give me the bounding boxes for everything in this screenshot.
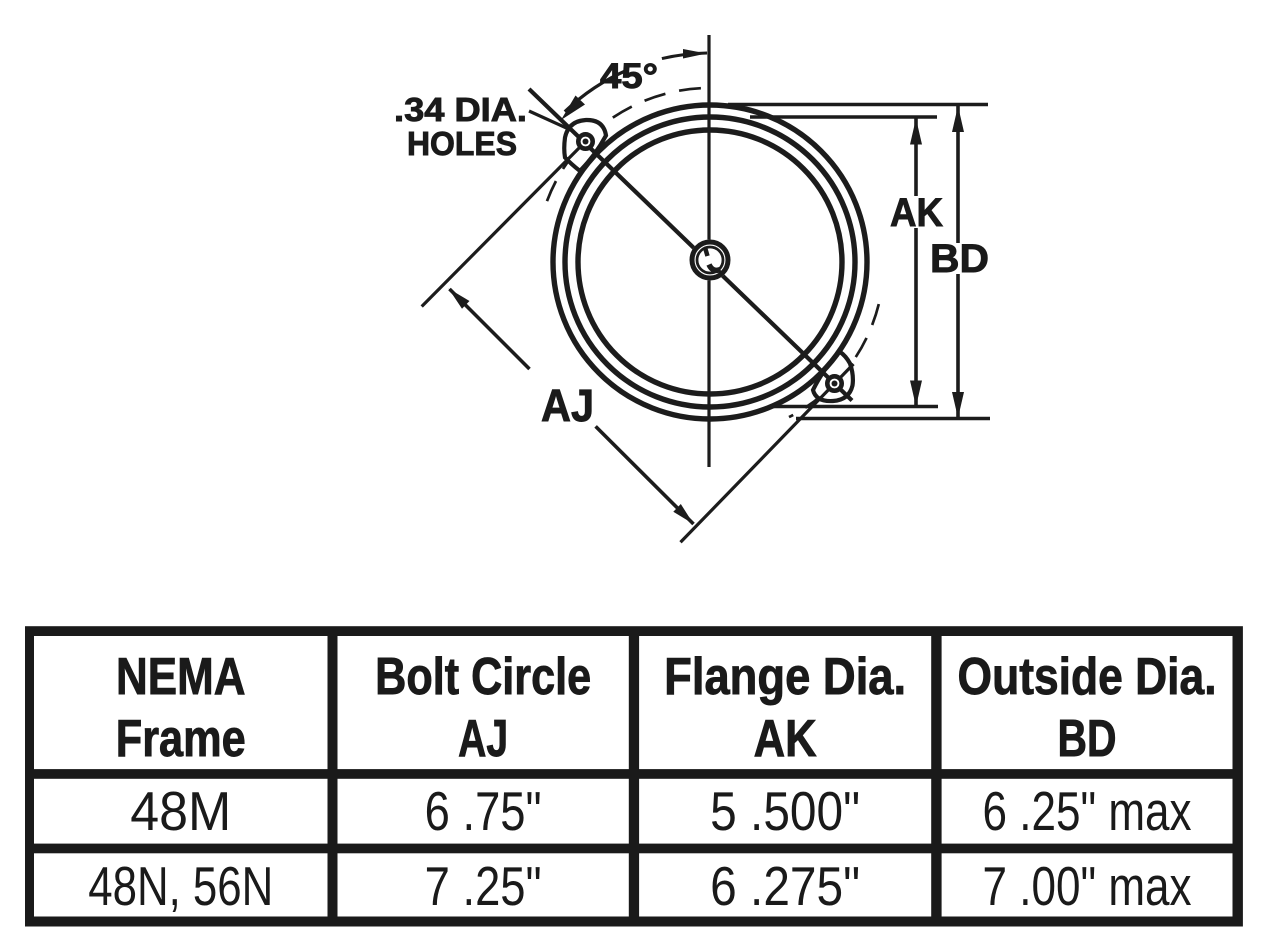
svg-text:Frame: Frame bbox=[116, 710, 246, 768]
svg-text:7 .25": 7 .25" bbox=[425, 855, 542, 917]
svg-text:.34 DIA.: .34 DIA. bbox=[394, 91, 527, 128]
svg-text:6 .25" max: 6 .25" max bbox=[983, 780, 1192, 842]
svg-text:7 .00" max: 7 .00" max bbox=[983, 855, 1192, 917]
svg-text:5 .500": 5 .500" bbox=[710, 780, 860, 842]
svg-text:BD: BD bbox=[1058, 710, 1117, 768]
svg-text:AJ: AJ bbox=[541, 380, 594, 431]
svg-text:6 .75": 6 .75" bbox=[425, 780, 542, 842]
svg-text:48M: 48M bbox=[130, 780, 231, 842]
svg-text:AJ: AJ bbox=[458, 710, 508, 768]
svg-text:Flange Dia.: Flange Dia. bbox=[664, 648, 906, 706]
svg-text:AK: AK bbox=[890, 191, 943, 235]
svg-text:AK: AK bbox=[754, 710, 817, 768]
svg-text:6 .275": 6 .275" bbox=[710, 855, 860, 917]
svg-text:HOLES: HOLES bbox=[407, 125, 517, 162]
svg-text:48N, 56N: 48N, 56N bbox=[88, 855, 273, 917]
svg-text:45°: 45° bbox=[600, 57, 658, 96]
svg-text:Outside Dia.: Outside Dia. bbox=[958, 648, 1217, 706]
svg-text:NEMA: NEMA bbox=[116, 648, 246, 706]
svg-text:Bolt Circle: Bolt Circle bbox=[375, 648, 591, 706]
svg-text:BD: BD bbox=[930, 237, 989, 281]
